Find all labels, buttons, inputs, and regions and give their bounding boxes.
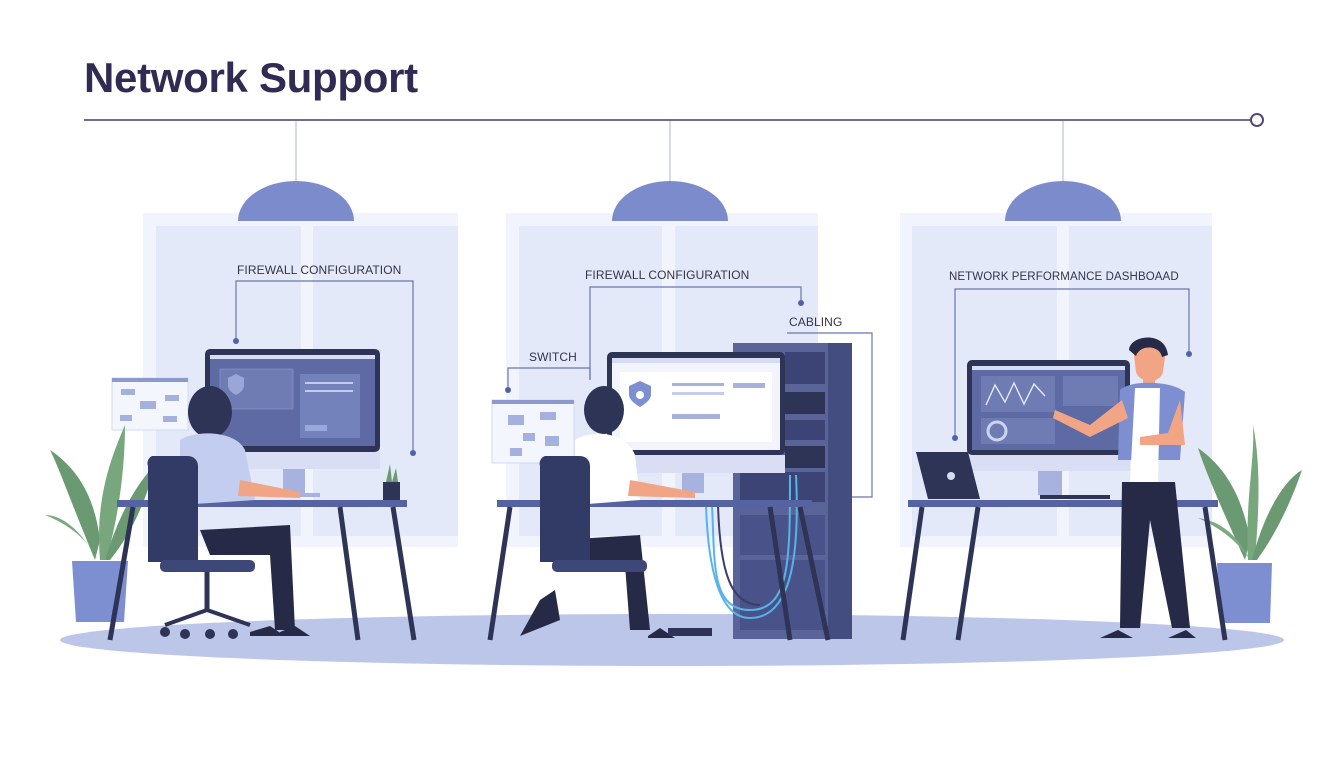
floor bbox=[60, 614, 1284, 666]
shield-icon bbox=[228, 374, 244, 395]
pendant-lamp-icon bbox=[238, 181, 354, 221]
callout-cabling: CABLING bbox=[789, 315, 843, 329]
plant-right bbox=[1198, 425, 1302, 623]
title-divider bbox=[84, 119, 1252, 121]
callout-network-performance-dashboard: NETWORK PERFORMANCE DASHBOAAD bbox=[949, 271, 1179, 283]
line-chart-icon bbox=[985, 381, 1046, 406]
divider-end-circle-icon bbox=[1250, 113, 1264, 127]
wall-diagram-center bbox=[491, 399, 575, 464]
callout-firewall-configuration-center: FIREWALL CONFIGURATION bbox=[585, 268, 750, 282]
plant-left bbox=[45, 425, 155, 622]
workstation-left bbox=[107, 349, 417, 641]
pendant-lamp-icon bbox=[612, 181, 728, 221]
wall-diagram-left bbox=[111, 377, 189, 431]
callout-switch: SWITCH bbox=[529, 350, 577, 364]
workstation-center bbox=[487, 343, 852, 641]
page-title: Network Support bbox=[84, 54, 418, 101]
workstation-right bbox=[900, 337, 1228, 641]
pendant-lamp-icon bbox=[1005, 181, 1121, 221]
donut-chart-icon bbox=[986, 420, 1008, 442]
callout-firewall-configuration-left: FIREWALL CONFIGURATION bbox=[237, 263, 402, 277]
cable bbox=[711, 474, 791, 612]
